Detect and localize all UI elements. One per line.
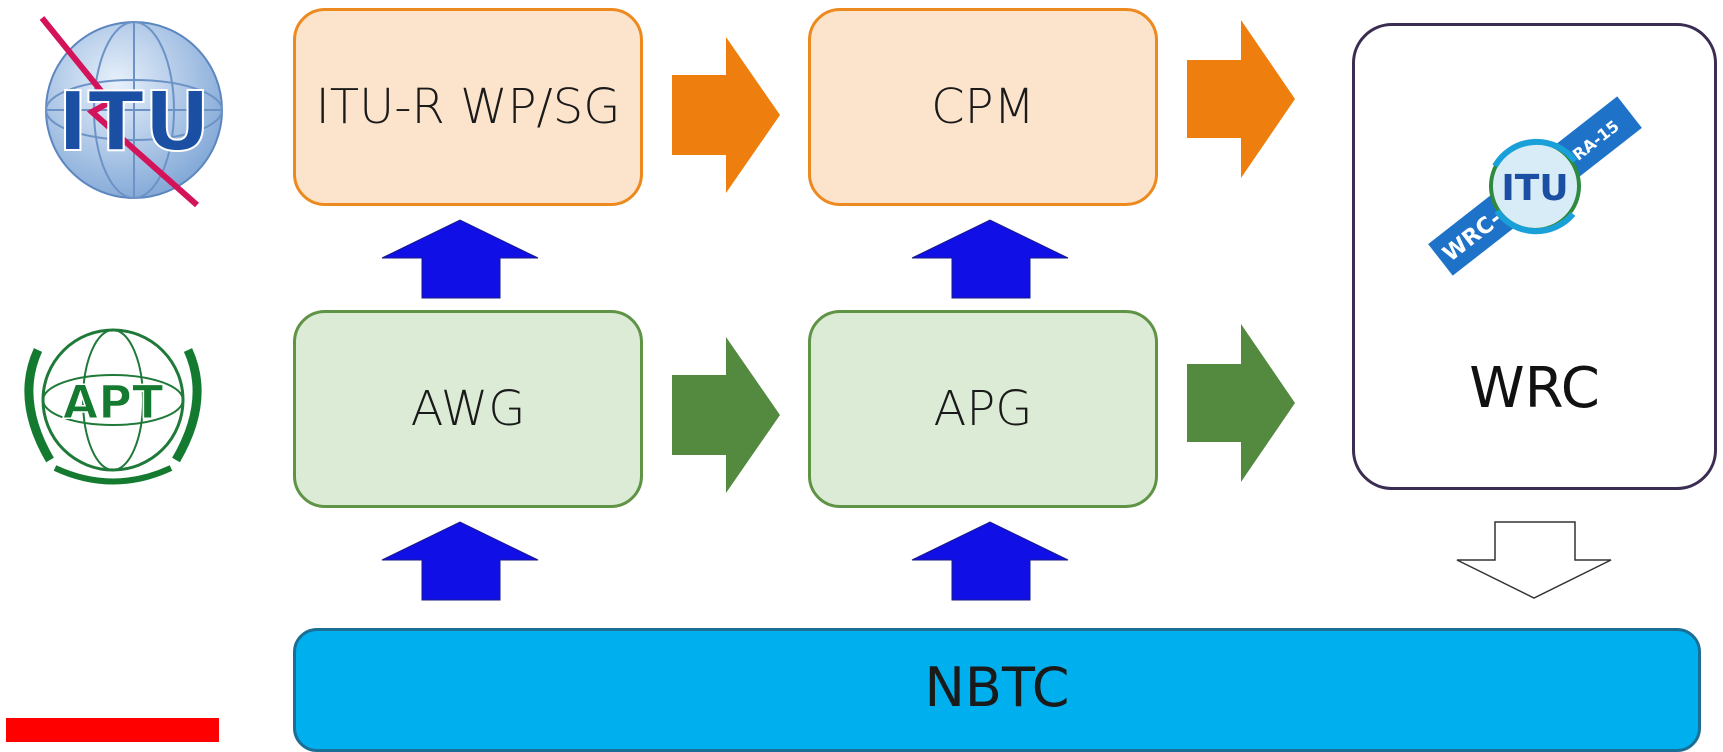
node-itu-wp-sg: ITU-R WP/SG bbox=[293, 8, 643, 206]
arrow-apg-to-wrc bbox=[1187, 324, 1295, 482]
wrc-emblem: WRC-15 RA-15 ITU bbox=[1428, 96, 1642, 276]
itu-logo-text: ITU bbox=[57, 75, 210, 170]
wrc-emblem-center: ITU bbox=[1501, 168, 1568, 209]
down-arrow-wrc-to-nbtc bbox=[1456, 521, 1612, 599]
up-arrow-awg-to-itu bbox=[381, 219, 539, 299]
itu-logo: ITU bbox=[39, 16, 223, 208]
arrow-itu-to-cpm bbox=[672, 37, 780, 193]
apt-logo-text: APT bbox=[63, 375, 164, 429]
arrow-awg-to-apg bbox=[672, 337, 780, 493]
up-arrow-apg-to-cpm bbox=[911, 219, 1069, 299]
node-apg: APG bbox=[808, 310, 1158, 508]
up-arrow-nbtc-to-apg bbox=[911, 521, 1069, 601]
node-awg: AWG bbox=[293, 310, 643, 508]
node-nbtc: NBTC bbox=[293, 628, 1701, 752]
node-cpm: CPM bbox=[808, 8, 1158, 206]
apt-logo: APT bbox=[24, 328, 202, 485]
arrow-cpm-to-wrc bbox=[1187, 20, 1295, 178]
red-accent-bar bbox=[6, 718, 219, 742]
wrc-label: WRC bbox=[1469, 356, 1600, 421]
node-wrc: WRC-15 RA-15 ITU WRC bbox=[1352, 23, 1717, 490]
up-arrow-nbtc-to-awg bbox=[381, 521, 539, 601]
